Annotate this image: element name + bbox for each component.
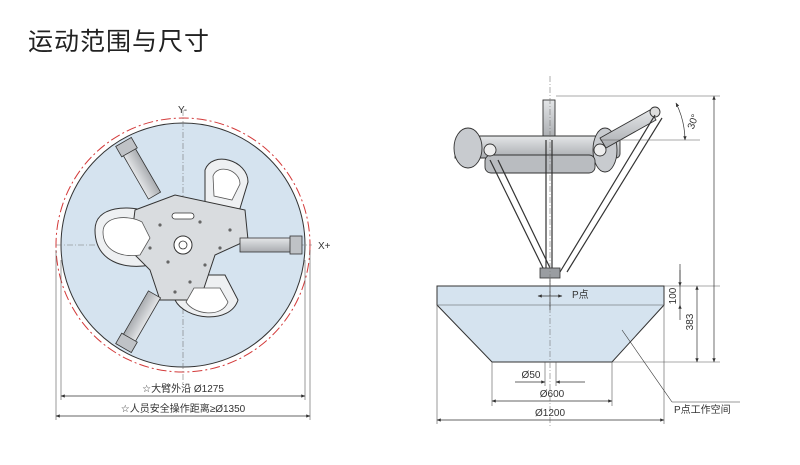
top-view: Y- X+ xyxy=(55,105,331,420)
dim-dia-50: Ø50 xyxy=(522,370,541,381)
side-view: P点 30° 100 383 Ø50 Ø600 Ø1200 xyxy=(436,76,740,428)
dim-dia-1200: Ø1200 xyxy=(535,408,565,419)
dim-safe-distance: ☆人员安全操作距离≥Ø1350 xyxy=(121,402,246,415)
dim-height-100: 100 xyxy=(668,287,679,304)
upper-arm-tilted xyxy=(599,106,661,149)
axis-y-label: Y- xyxy=(178,105,187,116)
point-p-label: P点 xyxy=(572,289,589,301)
workspace-label: P点工作空间 xyxy=(674,403,731,416)
axis-x-label: X+ xyxy=(318,241,331,252)
page-title: 运动范围与尺寸 xyxy=(28,27,211,56)
dim-height-383: 383 xyxy=(685,313,696,330)
robot-base xyxy=(453,99,621,174)
upper-arm-upper-left xyxy=(115,136,162,200)
parallel-links xyxy=(489,114,663,273)
workspace-volume xyxy=(436,285,665,363)
dim-dia-600: Ø600 xyxy=(540,389,565,400)
dim-arm-reach: ☆大臂外沿 Ø1275 xyxy=(142,382,224,395)
upper-arm-right xyxy=(239,235,303,255)
upper-arm-lower-left xyxy=(115,290,162,354)
angle-label: 30° xyxy=(686,113,702,131)
